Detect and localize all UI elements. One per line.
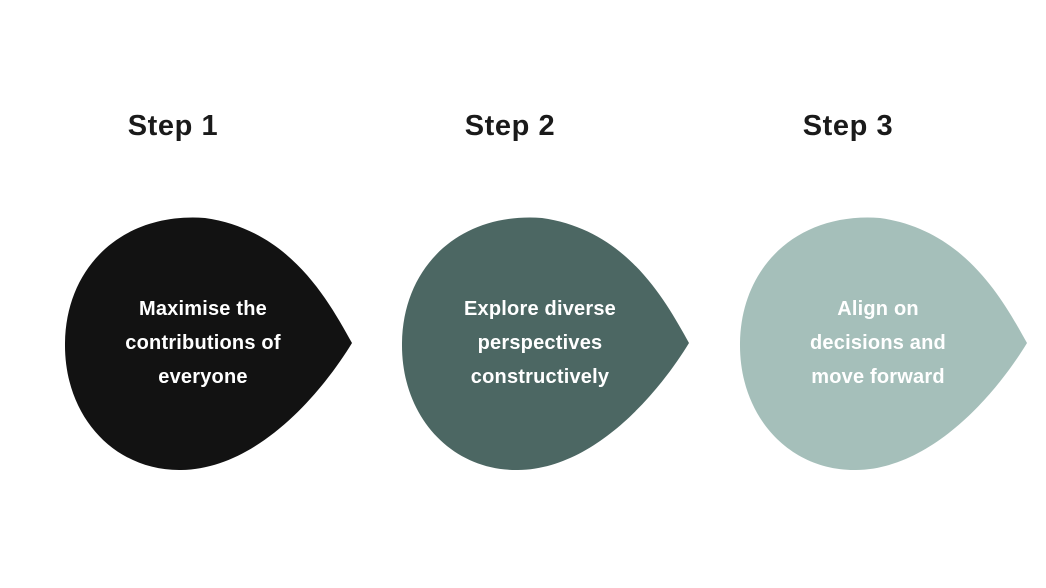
step-description-line: move forward bbox=[811, 366, 945, 388]
step-2-label: Step 2 bbox=[464, 110, 556, 142]
teardrop-path bbox=[739, 217, 1027, 471]
step-3-label: Step 3 bbox=[802, 110, 894, 142]
step-group-1: Step 1 Maximise the contributions of eve… bbox=[63, 109, 353, 479]
step-2-description: Explore diverse perspectives constructiv… bbox=[400, 212, 680, 474]
step-3-description: Align on decisions and move forward bbox=[738, 212, 1018, 474]
step-1-label: Step 1 bbox=[127, 110, 219, 142]
step-description-line: everyone bbox=[158, 366, 248, 388]
step-group-2: Step 2 Explore diverse perspectives cons… bbox=[400, 109, 690, 479]
step-description-line: Explore diverse bbox=[464, 298, 616, 320]
teardrop-icon bbox=[64, 217, 353, 471]
teardrop-icon bbox=[739, 217, 1027, 471]
step-1-description: Maximise the contributions of everyone bbox=[63, 212, 343, 474]
step-description-line: constructively bbox=[470, 366, 610, 388]
step-description-line: Align on bbox=[837, 298, 919, 320]
step-group-3: Step 3 Align on decisions and move forwa… bbox=[738, 109, 1028, 479]
step-description-line: contributions of bbox=[125, 332, 281, 354]
step-description-line: decisions and bbox=[810, 332, 946, 354]
teardrop-icon bbox=[401, 217, 689, 471]
step-1-teardrop-shape: Maximise the contributions of everyone bbox=[63, 212, 353, 474]
teardrop-path bbox=[401, 217, 689, 471]
step-2-teardrop-shape: Explore diverse perspectives constructiv… bbox=[400, 212, 690, 474]
teardrop-path bbox=[64, 217, 353, 471]
step-description-line: perspectives bbox=[477, 332, 603, 354]
step-description-line: Maximise the bbox=[138, 298, 267, 320]
step-3-teardrop-shape: Align on decisions and move forward bbox=[738, 212, 1028, 474]
